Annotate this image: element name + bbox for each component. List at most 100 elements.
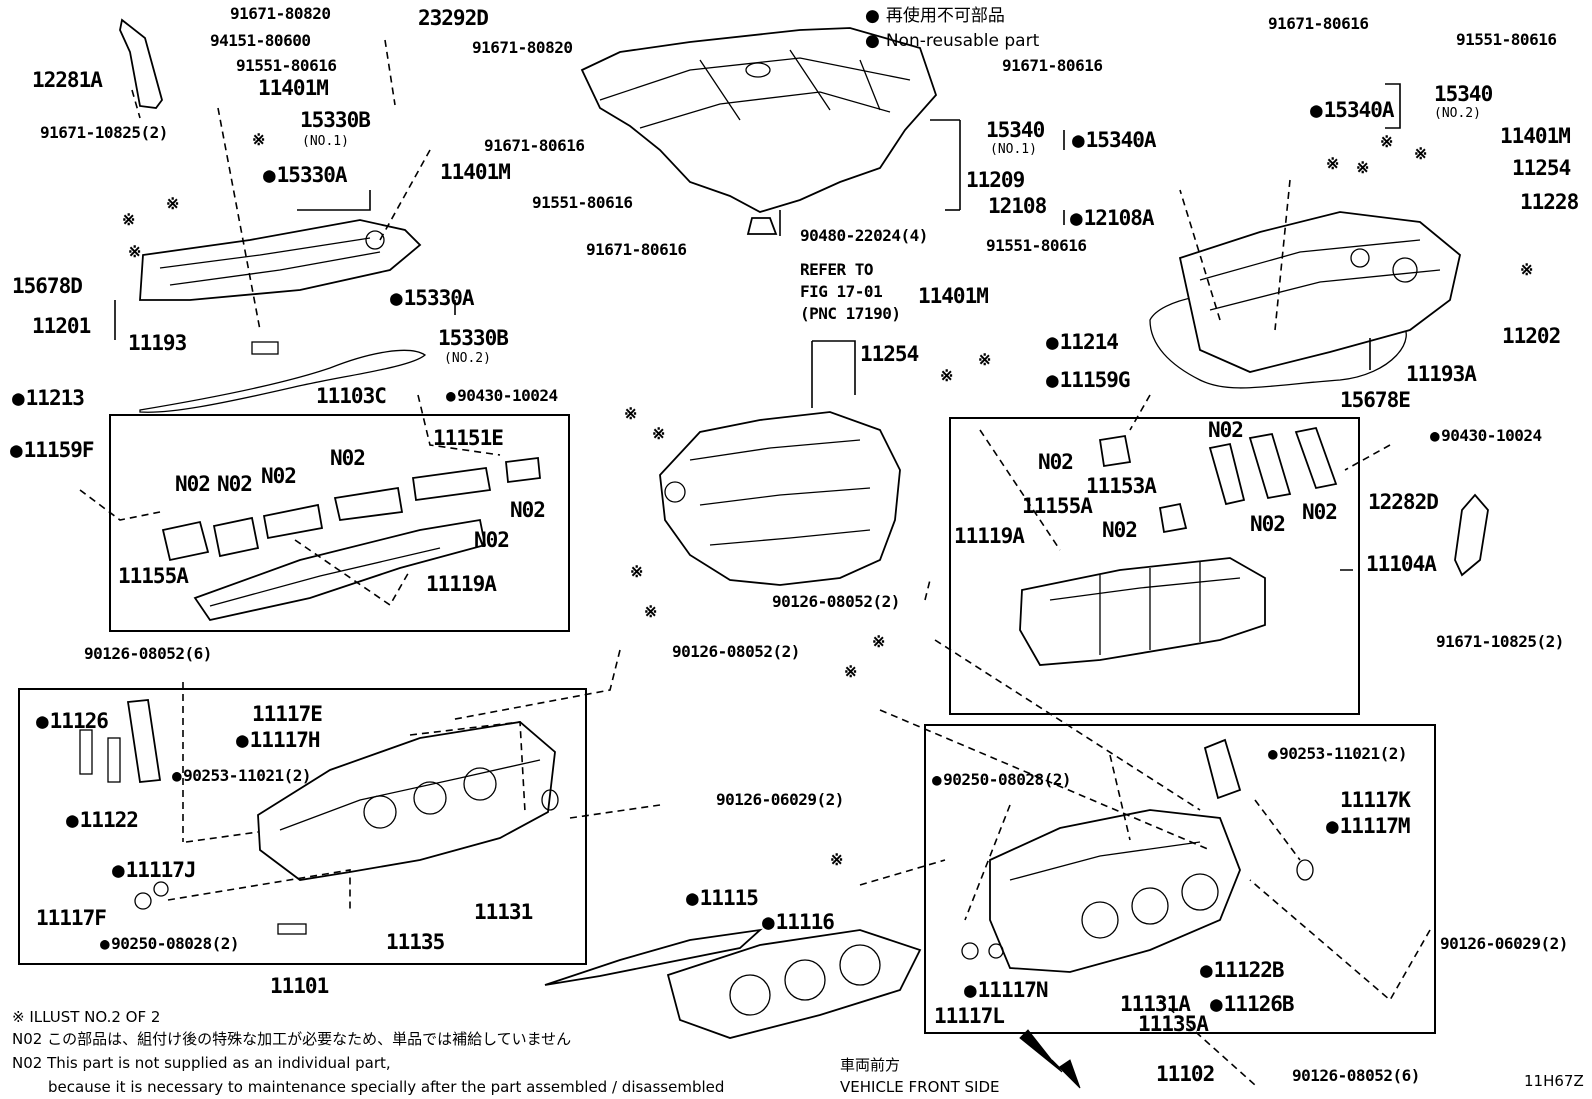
kome-mark-4: ※ [128, 242, 141, 261]
part-11401M-d: 11401M [918, 284, 989, 308]
part-11102: 11102 [1156, 1062, 1215, 1086]
kome-mark-6: ※ [652, 424, 665, 443]
kome-mark-7: ※ [630, 562, 643, 581]
part-91551-80616-c: 91551-80616 [1456, 30, 1557, 49]
part-11155A-a: 11155A [118, 564, 189, 588]
part-91671-80616-d: 91671-80616 [1002, 56, 1103, 75]
part-90253-11021-b: 90253-11021(2) [1268, 746, 1407, 762]
note-n02-en2: because it is necessary to maintenance s… [48, 1078, 725, 1096]
legend-ja: 再使用不可部品 [865, 8, 1005, 25]
part-90250-08028-b: 90250-08028(2) [932, 772, 1071, 788]
head-cover-gasket-left [139, 349, 427, 413]
part-11126B: 11126B [1210, 994, 1295, 1015]
part-11228: 11228 [1520, 190, 1579, 214]
part-11126: 11126 [36, 711, 109, 732]
n02-6: N02 [474, 528, 510, 552]
part-11155A-b: 11155A [1022, 494, 1093, 518]
part-11122: 11122 [66, 810, 139, 831]
kome-mark-2: ※ [166, 194, 179, 213]
part-90126-08052-2a: 90126-08052(2) [672, 642, 800, 661]
kome-mark-16: ※ [1380, 132, 1393, 151]
n02-10: N02 [1250, 512, 1286, 536]
part-11135: 11135 [386, 930, 445, 954]
intake-manifold [659, 411, 901, 586]
head-cover-right [1178, 211, 1461, 373]
part-90126-06029-b: 90126-06029(2) [1440, 934, 1568, 953]
part-11117K: 11117K [1340, 788, 1411, 812]
part-11131A: 11131A [1120, 992, 1191, 1016]
box-rocker-parts-right [949, 417, 1360, 715]
part-11151E: 11151E [433, 426, 504, 450]
engine-cover [580, 27, 938, 235]
part-91671-80616-b: 91671-80616 [586, 240, 687, 259]
gasket-11115 [544, 928, 763, 986]
no2-b: (NO.2) [1434, 106, 1481, 121]
kome-mark-12: ※ [978, 350, 991, 369]
part-11401M-a: 11401M [258, 76, 329, 100]
part-15330A-a: 15330A [263, 165, 348, 186]
vehicle-front-arrow [1019, 1029, 1081, 1089]
figure-id: 11H67Z [1524, 1072, 1584, 1090]
n02-4: N02 [330, 446, 366, 470]
legend-en: Non-reusable part [865, 33, 1039, 50]
kome-mark-8: ※ [644, 602, 657, 621]
part-15330B-no1: 15330B [300, 108, 371, 132]
part-90253-11021-a: 90253-11021(2) [172, 768, 311, 784]
part-11159G: 11159G [1046, 370, 1131, 391]
no2-a: (NO.2) [444, 351, 491, 366]
bracket-right [1454, 493, 1489, 577]
refer-line3: (PNC 17190) [800, 304, 901, 323]
part-11202: 11202 [1502, 324, 1561, 348]
part-11122B: 11122B [1200, 960, 1285, 981]
part-12281A: 12281A [32, 68, 103, 92]
part-11213: 11213 [12, 388, 85, 409]
part-90126-08052-6b: 90126-08052(6) [1292, 1066, 1420, 1085]
part-91551-80616-a: 91551-80616 [236, 56, 337, 75]
camshaft-housing-right [1019, 557, 1266, 666]
part-15330A-b: 15330A [390, 288, 475, 309]
part-11201: 11201 [32, 314, 91, 338]
part-91671-80820-a: 91671-80820 [230, 4, 331, 23]
kome-mark-18: ※ [1520, 260, 1533, 279]
part-11254-b: 11254 [1512, 156, 1571, 180]
part-11117J: 11117J [112, 860, 197, 881]
part-11214: 11214 [1046, 332, 1119, 353]
part-15678E: 15678E [1340, 388, 1411, 412]
part-11117F: 11117F [36, 906, 107, 930]
kome-mark-11: ※ [830, 850, 843, 869]
part-94151-80600: 94151-80600 [210, 31, 311, 50]
kome-mark-13: ※ [940, 366, 953, 385]
part-11115: 11115 [686, 888, 759, 909]
part-11119A-b: 11119A [954, 524, 1025, 548]
part-11103C: 11103C [316, 384, 387, 408]
part-15330B-no2: 15330B [438, 326, 509, 350]
n02-5: N02 [510, 498, 546, 522]
part-12108: 12108 [988, 194, 1047, 218]
part-91671-80616-c: 91671-80616 [1268, 14, 1369, 33]
part-11104A: 11104A [1366, 552, 1437, 576]
part-11119A-a: 11119A [426, 572, 497, 596]
part-91671-80616-a: 91671-80616 [484, 136, 585, 155]
box-rocker-parts-left [109, 414, 570, 632]
kome-mark-14: ※ [1326, 154, 1339, 173]
n02-7: N02 [1208, 418, 1244, 442]
part-15340-no2: 15340 [1434, 82, 1493, 106]
part-90126-06029-a: 90126-06029(2) [716, 790, 844, 809]
part-11254-a: 11254 [860, 342, 919, 366]
head-cover-left [139, 219, 422, 355]
part-90126-08052-2b: 90126-08052(2) [772, 592, 900, 611]
part-12108A: 12108A [1070, 208, 1155, 229]
part-91551-80616-b: 91551-80616 [532, 193, 633, 212]
part-91671-10825-a: 91671-10825(2) [40, 123, 168, 142]
part-11101: 11101 [270, 974, 329, 998]
n02-9: N02 [1302, 500, 1338, 524]
kome-mark-3: ※ [122, 210, 135, 229]
note-n02-ja: N02 この部品は、組付け後の特殊な加工が必要なため、単品では補給していません [12, 1030, 572, 1048]
part-11117N: 11117N [964, 980, 1049, 1001]
part-90250-08028-a: 90250-08028(2) [100, 936, 239, 952]
kome-mark-5: ※ [624, 404, 637, 423]
part-11117L: 11117L [934, 1004, 1005, 1028]
part-23292D: 23292D [418, 6, 489, 30]
